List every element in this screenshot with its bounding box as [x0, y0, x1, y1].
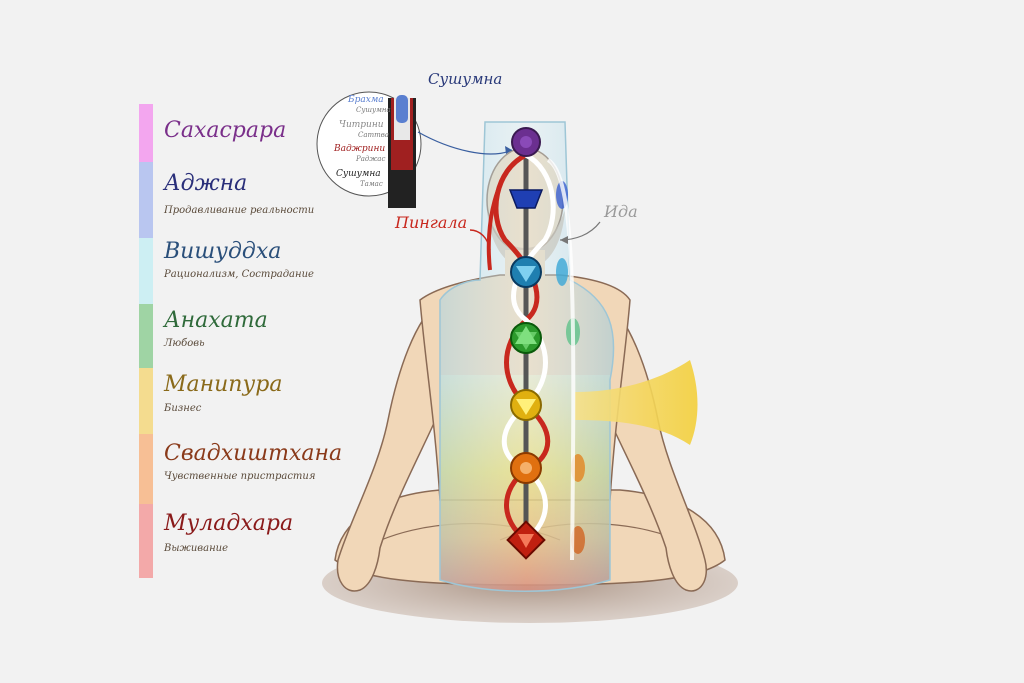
legend-bar-sahasrara	[139, 104, 153, 162]
chakra-gem-ajna	[508, 189, 544, 209]
chakra-sub-ajna: Продавливание реальности	[164, 205, 315, 216]
chakra-name-muladhara: Муладхара	[164, 511, 294, 536]
chakra-gem-anahata	[510, 322, 542, 354]
chakra-gem-sahasrara	[511, 127, 541, 157]
inset-label-chitrini: Читрини	[339, 120, 384, 130]
chakra-sub-vishuddha: Рационализм, Сострадание	[164, 269, 314, 280]
inset-sub-sushumna: Тамас	[360, 180, 383, 188]
legend-bar-anahata	[139, 304, 153, 368]
inset-label-sushumna: Сушумна	[336, 169, 381, 179]
chakra-sub-anahata: Любовь	[164, 338, 205, 349]
energy-beam	[575, 360, 698, 445]
legend-bar-ajna	[139, 162, 153, 238]
chakra-name-manipura: Манипура	[164, 372, 283, 397]
chakra-gem-manipura	[510, 389, 542, 421]
chakra-name-ajna: Аджна	[164, 171, 248, 196]
chakra-name-svadhisthana: Свадхиштхана	[164, 441, 343, 466]
legend-bar-vishuddha	[139, 238, 153, 304]
chakra-gem-svadhisthana	[510, 452, 542, 484]
legend-bar-svadhisthana	[139, 434, 153, 504]
chakra-sub-manipura: Бизнес	[164, 403, 202, 414]
label-ida: Ида	[604, 202, 638, 221]
inset-sub-vajrini: Раджас	[356, 155, 386, 163]
inset-channel-layers	[388, 95, 416, 208]
chakra-sub-muladhara: Выживание	[164, 543, 229, 554]
inset-label-vajrini: Ваджрини	[334, 144, 386, 154]
inset-label-brahma: Брахма	[348, 95, 384, 105]
legend-bar-manipura	[139, 368, 153, 434]
chakra-gem-vishuddha	[510, 256, 542, 288]
chakra-gem-muladhara	[506, 520, 546, 560]
inset-sub-brahma: Сушумна	[356, 106, 391, 114]
label-pingala: Пингала	[395, 213, 468, 232]
left-arm	[336, 298, 441, 592]
legend-bar-muladhara	[139, 504, 153, 578]
label-sushumna: Сушумна	[428, 70, 503, 88]
inset-sub-chitrini: Саттва	[358, 131, 390, 139]
chakra-name-vishuddha: Вишуддха	[164, 239, 282, 264]
chakra-name-anahata: Анахата	[164, 308, 268, 333]
chakra-name-sahasrara: Сахасрара	[164, 118, 287, 143]
chakra-sub-svadhisthana: Чувственные пристрастия	[164, 471, 316, 482]
